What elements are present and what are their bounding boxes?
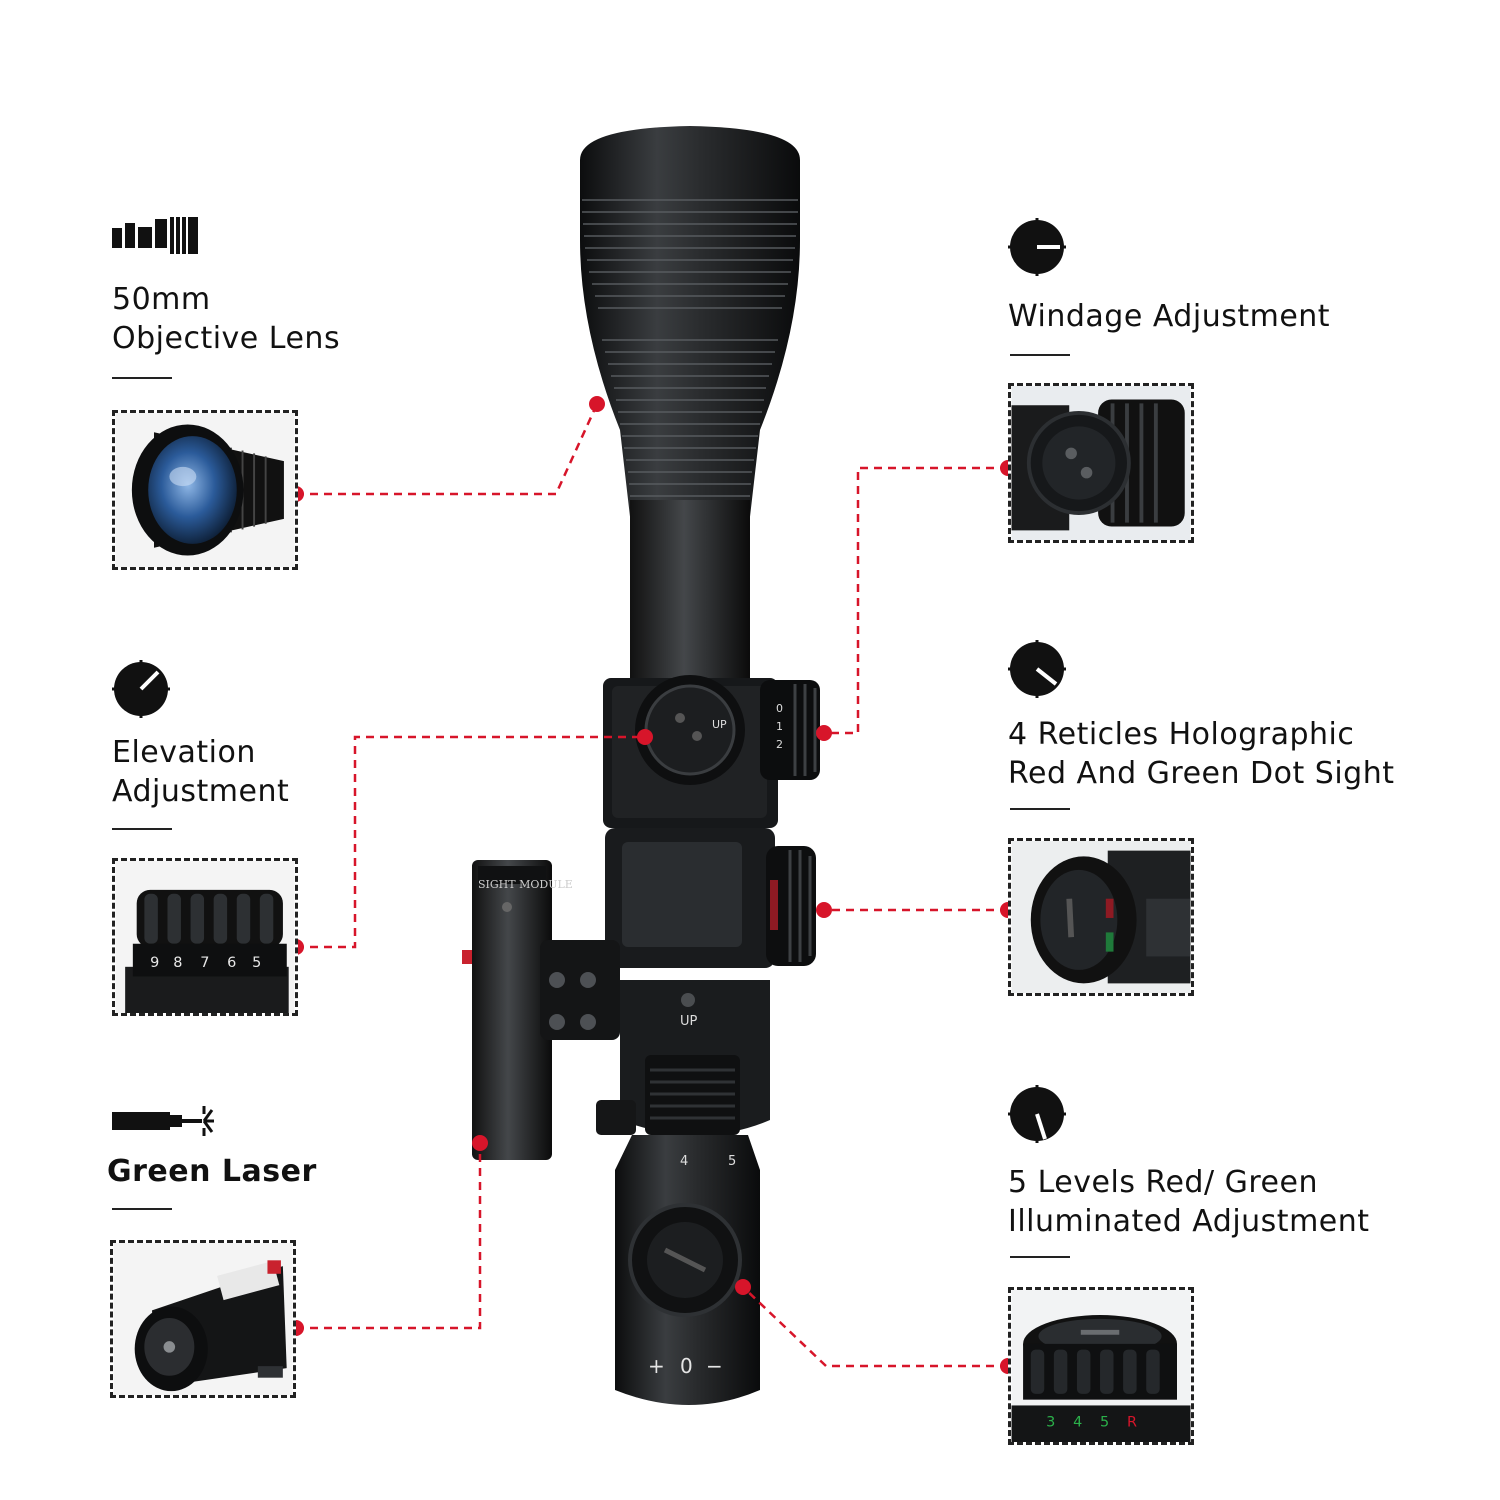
windage-title: Windage Adjustment [1008, 297, 1330, 336]
turret-dial-icon [1008, 1085, 1066, 1143]
divider [112, 1208, 172, 1210]
title-line: 50mm [112, 282, 211, 317]
objective-lens-icon [112, 217, 198, 254]
divider [112, 828, 172, 830]
illum-dial-number: 5 [1100, 1415, 1109, 1431]
illum-dial-number: 4 [1073, 1415, 1082, 1431]
elevation-dial-number: 9 [150, 955, 159, 971]
reticles-title: 4 Reticles Holographic Red And Green Dot… [1008, 715, 1395, 793]
elevation-cap-label: UP [712, 718, 727, 731]
windage-dial-number: 2 [776, 738, 783, 751]
title-line: Windage Adjustment [1008, 299, 1331, 334]
focus-mark-zero: 0 [680, 1354, 693, 1378]
illum-dial-number: 3 [1046, 1415, 1055, 1431]
title-line: Objective Lens [112, 321, 341, 356]
divider [1010, 354, 1070, 356]
elevation-dial-number: 5 [252, 955, 261, 971]
objective-lens-thumbnail [112, 410, 298, 570]
reticles-thumbnail [1008, 838, 1194, 996]
turret-dial-icon [1008, 218, 1066, 276]
illum-dial-letter: R [1127, 1415, 1137, 1431]
laser-icon [112, 1106, 214, 1136]
windage-dial-number: 1 [776, 720, 783, 733]
ring-number: 4 [680, 1154, 688, 1169]
focus-mark-minus: − [706, 1354, 723, 1378]
divider [1010, 808, 1070, 810]
green-laser-thumbnail [110, 1240, 296, 1398]
ring-number: 5 [728, 1154, 736, 1169]
title-line: Red And Green Dot Sight [1008, 756, 1395, 791]
elevation-dial-number: 7 [200, 955, 209, 971]
title-line: 5 Levels Red/ Green [1008, 1165, 1318, 1200]
title-line: Elevation [112, 735, 256, 770]
illumination-thumbnail: 3 4 5 R [1008, 1287, 1194, 1445]
mount-up-label: UP [680, 1014, 698, 1029]
title-line: Illuminated Adjustment [1008, 1204, 1370, 1239]
title-line: 4 Reticles Holographic [1008, 717, 1355, 752]
focus-mark-plus: + [648, 1354, 665, 1378]
turret-dial-icon [1008, 640, 1066, 698]
illumination-title: 5 Levels Red/ Green Illuminated Adjustme… [1008, 1163, 1370, 1241]
green-laser-title: Green Laser [107, 1152, 317, 1191]
elevation-thumbnail: 9 8 7 6 5 [112, 858, 298, 1016]
elevation-dial-number: 8 [173, 955, 182, 971]
windage-dial-number: 0 [776, 702, 783, 715]
feature-objective-lens [112, 215, 202, 259]
title-line: Adjustment [112, 774, 290, 809]
windage-thumbnail [1008, 383, 1194, 543]
elevation-title: Elevation Adjustment [112, 733, 289, 811]
divider [1010, 1256, 1070, 1258]
elevation-dial-number: 6 [227, 955, 236, 971]
divider [112, 377, 172, 379]
title-line: Green Laser [107, 1154, 317, 1189]
objective-lens-title: 50mm Objective Lens [112, 280, 340, 358]
turret-dial-icon [112, 660, 170, 718]
laser-body-label: SIGHT MODULE [478, 878, 573, 891]
